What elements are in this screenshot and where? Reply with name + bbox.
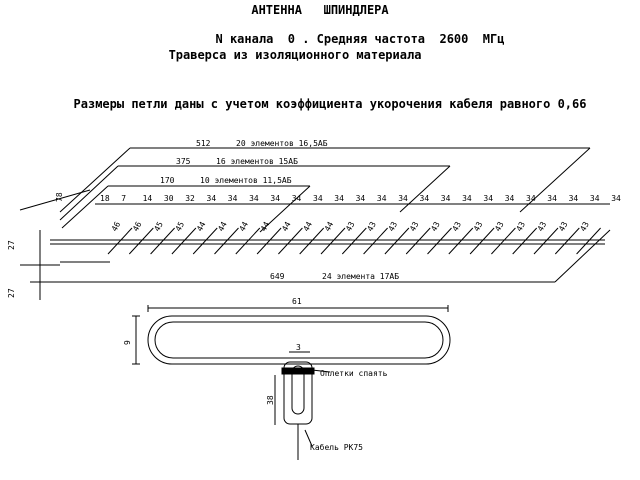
director-element [491, 227, 516, 255]
spacing-label: 30 [164, 194, 174, 203]
spacing-label: 18 [100, 194, 110, 203]
spacing-label: 34 [590, 194, 600, 203]
spacing-label: 14 [143, 194, 153, 203]
director-element [299, 227, 325, 255]
element-length-label: 45 [152, 220, 165, 233]
title: АНТЕННА ШПИНДЛЕРА [251, 3, 389, 17]
element-length-label: 43 [408, 220, 421, 233]
element-length-label: 43 [557, 220, 570, 233]
element-length-label: 43 [429, 220, 442, 233]
director-element [512, 227, 538, 255]
element-length-label: 44 [302, 220, 315, 233]
label-24-elements: 24 элемента 17АБ [322, 272, 399, 281]
stub-38: 38 [266, 395, 275, 405]
channel-frequency-line: N канала 0 . Средняя частота 2600 МГц [215, 32, 505, 46]
dim-375: 375 [176, 157, 191, 166]
gap-3: 3 [296, 343, 301, 352]
element-length-labels: 46 46 45 45 44 44 44 44 44 44 44 43 43 43 43 43 43 43 43 43… [110, 220, 591, 233]
director-element [448, 227, 474, 255]
director-element [427, 227, 452, 255]
spacing-label: 34 [526, 194, 536, 203]
element-length-label: 43 [365, 220, 378, 233]
element-length-label: 44 [259, 220, 272, 233]
element-length-label: 43 [493, 220, 506, 233]
spacing-label: 34 [611, 194, 621, 203]
director-element [128, 227, 154, 255]
spacing-label: 34 [313, 194, 323, 203]
spacing-label: 34 [420, 194, 430, 203]
loop-dimension-note: Размеры петли даны с учетом коэффициента… [73, 97, 587, 111]
director-element [363, 227, 388, 255]
spacing-label: 34 [398, 194, 408, 203]
director-element [107, 227, 133, 255]
director-element [320, 227, 346, 255]
director-element [469, 227, 495, 255]
dim-512: 512 [196, 139, 211, 148]
director-element [533, 227, 559, 255]
director-element [256, 227, 282, 255]
director-element [192, 227, 218, 255]
element-length-label: 43 [344, 220, 357, 233]
loop-width-61: 61 [292, 297, 302, 306]
director-element [214, 227, 239, 255]
director-element [384, 227, 410, 255]
dim-649: 649 [270, 272, 285, 281]
spacing-label: 7 [121, 194, 126, 203]
dim-27-upper: 27 [7, 240, 16, 250]
spacing-label: 34 [462, 194, 472, 203]
dim-78: 78 [55, 192, 64, 202]
label-16-elements: 16 элементов 15АБ [216, 157, 298, 166]
director-elements [107, 227, 601, 255]
spacing-label: 34 [228, 194, 238, 203]
element-length-label: 43 [536, 220, 549, 233]
element-length-label: 43 [515, 220, 528, 233]
element-length-label: 46 [110, 220, 123, 233]
spacing-label: 34 [377, 194, 387, 203]
label-10-elements: 10 элементов 11,5АБ [200, 176, 292, 185]
loop-drawing [132, 305, 451, 460]
director-element [554, 227, 580, 255]
element-length-label: 44 [216, 220, 229, 233]
director-element [171, 227, 197, 255]
cable-note: Кабель РК75 [310, 442, 363, 452]
director-element [278, 227, 303, 255]
element-length-label: 43 [472, 220, 485, 233]
spacing-label: 34 [207, 194, 217, 203]
element-length-label: 44 [195, 220, 208, 233]
director-element [405, 227, 431, 255]
spacing-label: 34 [249, 194, 259, 203]
spacing-label: 32 [185, 194, 195, 203]
braid-note: Оплетки спаять [320, 369, 388, 378]
element-length-label: 44 [238, 220, 251, 233]
spacing-label: 34 [356, 194, 366, 203]
director-element [235, 227, 261, 255]
spacing-label: 34 [547, 194, 557, 203]
spacing-label: 34 [505, 194, 515, 203]
loop-height-9: 9 [123, 340, 132, 345]
element-length-label: 43 [451, 220, 464, 233]
spacing-label: 34 [270, 194, 280, 203]
director-element [341, 227, 367, 255]
element-length-label: 45 [174, 220, 187, 233]
element-length-label: 46 [131, 220, 144, 233]
spacing-label: 34 [441, 194, 451, 203]
director-element [576, 227, 601, 255]
element-length-label: 44 [323, 220, 336, 233]
director-element [150, 227, 175, 255]
spacing-labels: 18 7 14 30 32 34 34 34 34 34 34 34 34 34 34 34 34 34 34 34 3… [100, 194, 621, 203]
element-length-label: 43 [387, 220, 400, 233]
spacing-label: 34 [334, 194, 344, 203]
element-length-label: 44 [280, 220, 293, 233]
dim-27-lower: 27 [7, 288, 16, 298]
dim-170: 170 [160, 176, 175, 185]
element-length-label: 43 [578, 220, 591, 233]
traverse-material-line: Траверса из изоляционного материала [168, 48, 422, 62]
spacing-label: 34 [483, 194, 493, 203]
spacing-label: 34 [569, 194, 579, 203]
spacing-label: 34 [292, 194, 302, 203]
label-20-elements: 20 элементов 16,5АБ [236, 139, 328, 148]
